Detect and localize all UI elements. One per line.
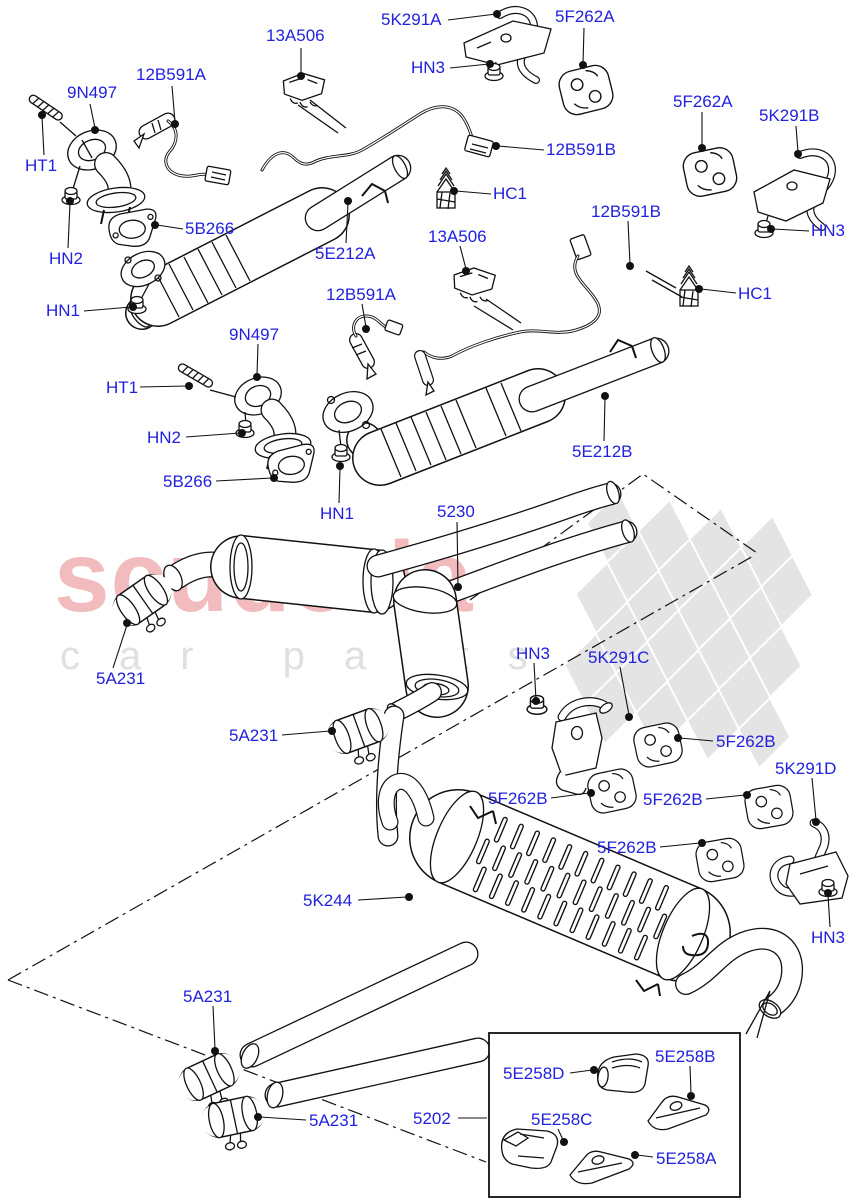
tip-5E258C [500, 1128, 559, 1170]
flow-arrow [745, 990, 771, 1039]
callout-5A231-c: 5A231 [183, 987, 233, 1006]
insulator-5F262B-a [630, 720, 686, 770]
elbow-9N497-b [209, 376, 312, 470]
harness-12B591B-a [260, 105, 494, 172]
callout-5E212B: 5E212B [572, 442, 633, 461]
callout-5F262B-a: 5F262B [716, 732, 776, 751]
callout-13A506-a: 13A506 [266, 26, 325, 45]
callout-5A231-a: 5A231 [96, 669, 146, 688]
tip-5E258D [596, 1053, 649, 1093]
callout-HN1-b: HN1 [320, 504, 355, 523]
callout-5K291D: 5K291D [775, 759, 837, 778]
oxygen-sensor-12B591A-a [133, 112, 232, 186]
callout-12B591A-b: 12B591A [326, 285, 396, 304]
callout-5E212A: 5E212A [315, 244, 376, 263]
callout-5K291C: 5K291C [588, 648, 650, 667]
tip-5E258A [569, 1150, 634, 1185]
callout-5230: 5230 [437, 502, 475, 521]
tip-5E258B [647, 1095, 710, 1131]
callout-5A231-d: 5A231 [309, 1111, 359, 1130]
nut-HN1-c [331, 443, 351, 463]
insulator-5F262B-c [742, 782, 796, 832]
callout-5E258A: 5E258A [656, 1149, 717, 1168]
stud-HT1-b [176, 361, 215, 390]
oxygen-sensor-12B591A-b [349, 314, 404, 381]
clamp-5A231-d [206, 1095, 263, 1154]
insulator-5F262A-a [555, 61, 617, 119]
callout-5F262B-b: 5F262B [488, 789, 548, 808]
callout-HN3-c: HN3 [516, 644, 551, 663]
callout-HN1-a: HN1 [46, 301, 81, 320]
leader-lines [38, 10, 832, 1159]
callout-13A506-b: 13A506 [428, 227, 487, 246]
callout-5F262B-d: 5F262B [597, 838, 657, 857]
callout-5B266-a: 5B266 [185, 219, 235, 238]
callout-HT1-b: HT1 [106, 378, 139, 397]
callout-5E258B: 5E258B [655, 1047, 716, 1066]
callout-HN3-d: HN3 [811, 928, 846, 947]
harness-12B591B-b [414, 234, 601, 397]
silencer-assembly-5230 [163, 480, 638, 723]
insulator-5F262A-b [680, 144, 740, 200]
callout-5K291A: 5K291A [381, 10, 442, 29]
bracket-clip-13A506-b [450, 265, 522, 331]
stud-HT1-a [27, 93, 65, 123]
catalytic-converter-5E212A [120, 154, 412, 330]
callout-HN2-b: HN2 [147, 428, 182, 447]
callout-HN2-a: HN2 [49, 249, 84, 268]
callout-12B591B-b: 12B591B [591, 202, 661, 221]
inset-box-5202 [488, 1032, 741, 1198]
bracket-5K291C [551, 697, 613, 796]
callout-5E258D: 5E258D [503, 1064, 565, 1083]
callout-9N497-b: 9N497 [229, 325, 280, 344]
callout-HC1-b: HC1 [738, 284, 773, 303]
callout-5F262A-a: 5F262A [555, 7, 615, 26]
callout-5F262A-b: 5F262A [673, 92, 733, 111]
callout-5B266-b: 5B266 [163, 472, 213, 491]
bracket-5K291B [753, 148, 837, 231]
callout-5F262B-c: 5F262B [643, 790, 703, 809]
callout-HC1-a: HC1 [493, 184, 528, 203]
bracket-clip-13A506-a [281, 71, 347, 134]
callout-5E258C: 5E258C [531, 1110, 593, 1129]
elbow-9N497-a [59, 121, 146, 225]
callout-5K291B: 5K291B [759, 106, 820, 125]
callout-5K244: 5K244 [303, 891, 353, 910]
rear-silencer-5K244 [377, 772, 804, 1039]
catalytic-converter-5E212B [322, 337, 670, 486]
callout-9N497-a: 9N497 [67, 83, 118, 102]
callout-5A231-b: 5A231 [229, 726, 279, 745]
callout-12B591B-a: 12B591B [546, 140, 616, 159]
intermediate-pipes [239, 705, 491, 1109]
bracket-5K291A [463, 6, 552, 84]
callout-12B591A-a: 12B591A [136, 65, 206, 84]
callout-HN3-b: HN3 [811, 221, 846, 240]
gasket-5B266-a [107, 207, 159, 249]
callout-HN3-a: HN3 [411, 58, 446, 77]
callout-HT1-a: HT1 [25, 156, 58, 175]
clip-HC1-b [645, 265, 699, 308]
callout-5202: 5202 [413, 1109, 451, 1128]
